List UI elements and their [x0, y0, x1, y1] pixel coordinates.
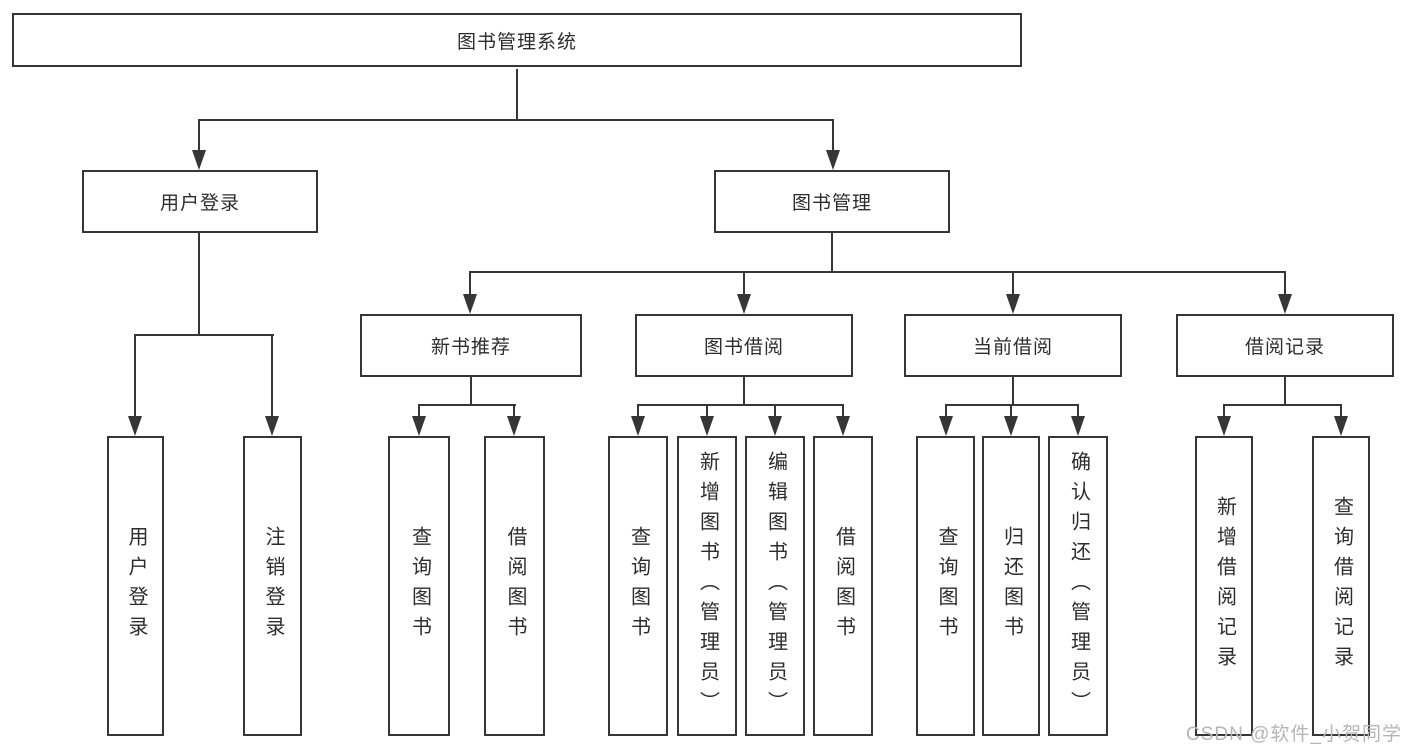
node-book-management: 图书管理: [714, 170, 950, 233]
connector-line: [418, 404, 420, 417]
connector-line: [198, 119, 834, 121]
leaf-edit-books-admin: 编辑图书（管理员）: [745, 436, 805, 736]
connector-line: [271, 334, 273, 416]
connector-line: [198, 119, 200, 152]
connector-line: [198, 233, 200, 336]
node-label: 当前借阅: [972, 337, 1053, 358]
connector-line: [1284, 271, 1286, 295]
leaf-query-books-recommend: 查询图书: [388, 436, 450, 736]
node-label: 用户登录: [159, 193, 240, 214]
connector-line: [945, 404, 947, 417]
connector-line: [513, 404, 515, 417]
node-label: 新增借阅记录: [1213, 496, 1236, 676]
node-current-borrowing: 当前借阅: [904, 314, 1122, 377]
leaf-query-books-borrowing: 查询图书: [608, 436, 668, 736]
connector-line: [1012, 271, 1014, 295]
connector-line: [832, 119, 834, 152]
node-label: 查询图书: [935, 526, 957, 646]
connector-line: [945, 404, 1079, 406]
arrow-down-icon: [1217, 416, 1231, 436]
arrow-down-icon: [463, 294, 477, 314]
connector-line: [1223, 404, 1342, 406]
leaf-query-books-current: 查询图书: [916, 436, 975, 736]
connector-line: [1012, 377, 1014, 406]
arrow-down-icon: [1334, 416, 1348, 436]
node-label: 图书管理系统: [456, 31, 577, 53]
node-label: 借阅图书: [832, 526, 855, 646]
arrow-down-icon: [700, 416, 714, 436]
connector-line: [470, 377, 472, 406]
connector-line: [134, 334, 136, 416]
node-label: 借阅记录: [1244, 337, 1325, 358]
arrow-down-icon: [737, 294, 751, 314]
node-borrow-records: 借阅记录: [1176, 314, 1394, 377]
connector-line: [637, 404, 639, 417]
leaf-borrow-books-recommend: 借阅图书: [484, 436, 545, 736]
node-book-borrowing: 图书借阅: [635, 314, 853, 377]
leaf-borrow-books: 借阅图书: [813, 436, 873, 736]
node-label: 确认归还（管理员）: [1067, 451, 1090, 721]
arrow-down-icon: [939, 416, 953, 436]
arrow-down-icon: [1004, 416, 1018, 436]
connector-line: [743, 271, 745, 295]
connector-line: [1077, 404, 1079, 417]
node-label: 用户登录: [125, 526, 147, 646]
connector-line: [637, 404, 844, 406]
connector-line: [831, 233, 833, 273]
leaf-return-books: 归还图书: [982, 436, 1040, 736]
node-label: 查询图书: [627, 526, 650, 646]
arrow-down-icon: [836, 416, 850, 436]
leaf-add-borrow-record: 新增借阅记录: [1195, 436, 1253, 736]
connector-line: [469, 271, 1286, 273]
node-label: 图书借阅: [703, 337, 784, 358]
connector-line: [516, 69, 518, 121]
connector-line: [1340, 404, 1342, 417]
node-label: 借阅图书: [504, 526, 526, 646]
connector-line: [774, 404, 776, 417]
arrow-down-icon: [768, 416, 782, 436]
leaf-user-login: 用户登录: [107, 436, 164, 736]
node-user-login: 用户登录: [82, 170, 318, 233]
node-label: 新增图书（管理员）: [696, 451, 719, 721]
leaf-confirm-return-admin: 确认归还（管理员）: [1048, 436, 1108, 736]
node-label: 注销登录: [262, 526, 284, 646]
leaf-add-books-admin: 新增图书（管理员）: [677, 436, 737, 736]
node-label: 归还图书: [1000, 526, 1023, 646]
connector-line: [743, 377, 745, 406]
connector-line: [1010, 404, 1012, 417]
connector-line: [134, 334, 274, 336]
arrow-down-icon: [507, 416, 521, 436]
node-label: 图书管理: [791, 193, 872, 214]
node-label: 新书推荐: [430, 337, 511, 358]
arrow-down-icon: [412, 416, 426, 436]
connector-line: [469, 271, 471, 295]
leaf-logout: 注销登录: [243, 436, 302, 736]
connector-line: [418, 404, 516, 406]
leaf-query-borrow-record: 查询借阅记录: [1312, 436, 1370, 736]
csdn-watermark: CSDN @软件_小贺同学: [1186, 724, 1402, 745]
arrow-down-icon: [826, 150, 840, 170]
connector-line: [706, 404, 708, 417]
node-label: 查询借阅记录: [1330, 496, 1353, 676]
arrow-down-icon: [631, 416, 645, 436]
arrow-down-icon: [192, 150, 206, 170]
arrow-down-icon: [128, 416, 142, 436]
node-label: 查询图书: [408, 526, 431, 646]
node-root-library-system: 图书管理系统: [12, 13, 1022, 67]
node-label: 编辑图书（管理员）: [764, 451, 787, 721]
arrow-down-icon: [1006, 294, 1020, 314]
connector-line: [842, 404, 844, 417]
arrow-down-icon: [265, 416, 279, 436]
connector-line: [1284, 377, 1286, 406]
connector-line: [1223, 404, 1225, 417]
node-new-book-recommendation: 新书推荐: [360, 314, 582, 377]
arrow-down-icon: [1071, 416, 1085, 436]
arrow-down-icon: [1278, 294, 1292, 314]
